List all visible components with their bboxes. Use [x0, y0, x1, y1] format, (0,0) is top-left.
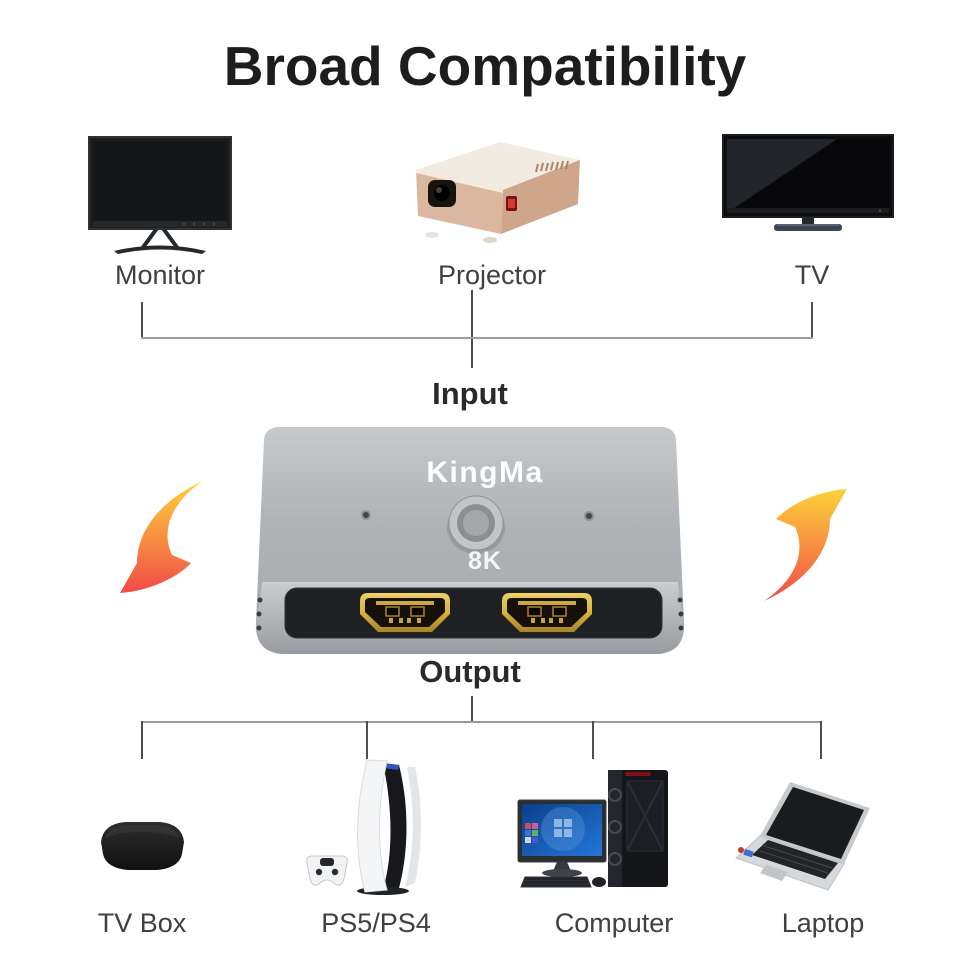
connector-line: [141, 302, 143, 338]
output-device-label: PS5/PS4: [321, 908, 431, 938]
input-device-label: Monitor: [114, 260, 206, 290]
connector-line: [820, 721, 822, 759]
connector-line: [471, 290, 473, 368]
tv-box-icon: [101, 822, 184, 870]
connector-line: [141, 337, 813, 339]
input-section-label: Input: [432, 376, 508, 411]
connector-line: [366, 721, 368, 759]
connector-line: [471, 696, 473, 722]
laptop-icon: [735, 782, 870, 891]
desktop-computer-icon: [517, 770, 668, 888]
output-device-label: Laptop: [781, 908, 865, 938]
connector-line: [141, 721, 143, 759]
monitor-icon: [88, 136, 232, 254]
output-device-label: Computer: [554, 908, 674, 938]
tv-icon: [722, 134, 894, 231]
connector-line: [811, 302, 813, 338]
input-device-label: Projector: [437, 260, 547, 290]
page-title: Broad Compatibility: [223, 35, 747, 97]
switch-select-button: [447, 495, 505, 554]
input-device-label: TV: [794, 260, 830, 290]
projector-icon: [416, 142, 580, 243]
connector-line: [592, 721, 594, 759]
connector-line: [141, 721, 822, 723]
switch-8k-badge: 8K: [468, 547, 502, 575]
curved-arrow-up-icon: [764, 489, 847, 601]
hdmi-port-icon: [360, 593, 450, 632]
switch-brand-logo: KingMa: [426, 456, 544, 489]
hdmi-switch-image: [255, 427, 685, 654]
output-section-label: Output: [419, 654, 521, 689]
hdmi-port-icon: [502, 593, 592, 632]
curved-arrow-down-icon: [120, 481, 203, 593]
output-device-label: TV Box: [97, 908, 187, 938]
game-console-icon: [306, 759, 421, 895]
gamepad-icon: [306, 855, 348, 886]
